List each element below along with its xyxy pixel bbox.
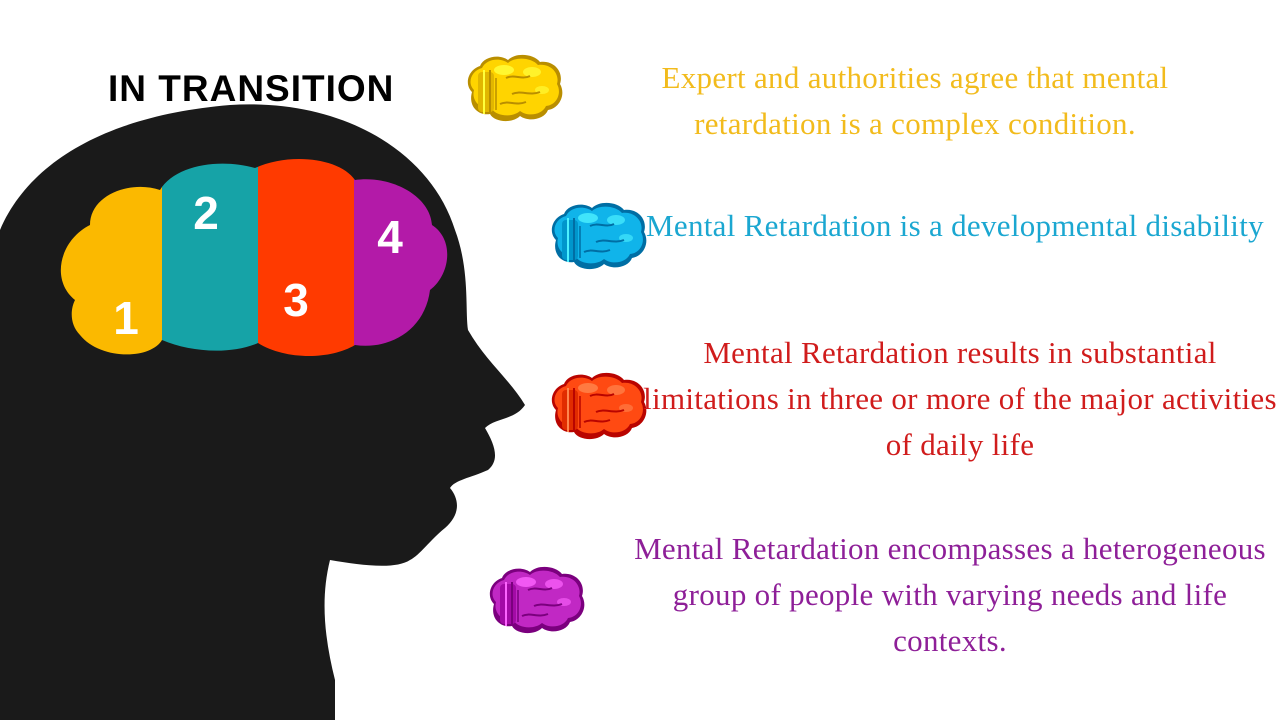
point-text-1: Expert and authorities agree that mental… [661, 60, 1169, 141]
segment-number-2: 2 [193, 187, 219, 239]
segment-number-3: 3 [283, 274, 309, 326]
point-text-4: Mental Retardation encompasses a heterog… [634, 531, 1266, 658]
brain-icon-blue [551, 202, 647, 270]
brain-icon-purple [489, 566, 585, 634]
slide-title: IN TRANSITION [108, 68, 395, 109]
segment-number-1: 1 [113, 292, 139, 344]
brain-icon-red [551, 372, 647, 440]
brain-segment-2 [162, 158, 258, 357]
brain-icon-yellow [467, 54, 563, 122]
point-text-2: Mental Retardation is a developmental di… [646, 208, 1264, 243]
brain-segment-3 [258, 158, 354, 357]
point-text-3: Mental Retardation results in substantia… [643, 335, 1277, 462]
segment-number-4: 4 [377, 211, 403, 263]
